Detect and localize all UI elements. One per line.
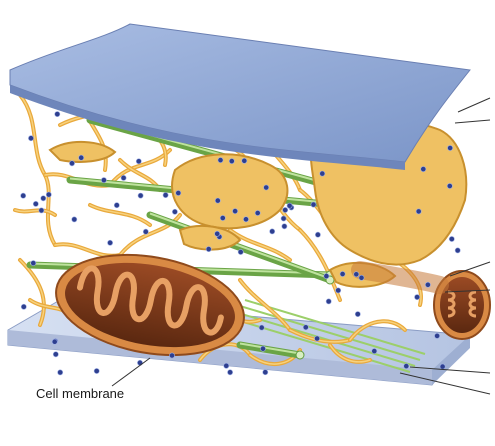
ribosome-dot bbox=[121, 175, 126, 180]
microtubule-end bbox=[296, 351, 304, 359]
ribosome-dot bbox=[416, 209, 421, 214]
ribosome-dot bbox=[283, 207, 288, 212]
ribosome-dot bbox=[404, 364, 409, 369]
ribosome-dot bbox=[238, 249, 243, 254]
ribosome-dot bbox=[215, 198, 220, 203]
ribosome-dot bbox=[39, 208, 44, 213]
ribosome-dot bbox=[359, 275, 364, 280]
ribosome-dot bbox=[33, 201, 38, 206]
ribosome-dot bbox=[21, 193, 26, 198]
ribosome-dot bbox=[108, 240, 113, 245]
ribosome-dot bbox=[218, 158, 223, 163]
ribosome-dot bbox=[21, 304, 26, 309]
ribosome-dot bbox=[138, 193, 143, 198]
ribosome-dot bbox=[72, 217, 77, 222]
ribosome-dot bbox=[79, 155, 84, 160]
ribosome-dot bbox=[340, 271, 345, 276]
ribosome-dot bbox=[243, 217, 248, 222]
ribosome-dot bbox=[320, 171, 325, 176]
lattice-strand bbox=[110, 150, 170, 185]
ribosome-dot bbox=[354, 272, 359, 277]
ribosome-dot bbox=[206, 247, 211, 252]
ribosome-dot bbox=[229, 159, 234, 164]
ribosome-dot bbox=[255, 210, 260, 215]
ribosome-dot bbox=[355, 312, 360, 317]
ribosome-dot bbox=[169, 353, 174, 358]
ribosome-dot bbox=[425, 282, 430, 287]
cell-membrane-label: Cell membrane bbox=[36, 386, 124, 401]
ribosome-dot bbox=[270, 229, 275, 234]
ribosome-dot bbox=[326, 299, 331, 304]
ribosome-dot bbox=[101, 178, 106, 183]
ribosome-dot bbox=[315, 336, 320, 341]
ribosome-dot bbox=[455, 248, 460, 253]
lattice-strand bbox=[20, 95, 55, 245]
ribosome-dot bbox=[315, 232, 320, 237]
ribosome-dot bbox=[233, 209, 238, 214]
ribosome-dot bbox=[260, 346, 265, 351]
ribosome-dot bbox=[263, 370, 268, 375]
ribosome-dot bbox=[311, 202, 316, 207]
ribosome-dot bbox=[46, 192, 51, 197]
ribosome-dot bbox=[336, 288, 341, 293]
ribosome-dot bbox=[53, 352, 58, 357]
ribosome-dot bbox=[449, 236, 454, 241]
ribosome-dot bbox=[287, 203, 292, 208]
ribosome-dot bbox=[435, 333, 440, 338]
ribosome-dot bbox=[421, 167, 426, 172]
ribosome-dot bbox=[136, 159, 141, 164]
ribosome-dot bbox=[448, 145, 453, 150]
ribosome-dot bbox=[264, 185, 269, 190]
ribosome-dot bbox=[143, 229, 148, 234]
ribosome-dot bbox=[55, 112, 60, 117]
ribosome-dot bbox=[415, 295, 420, 300]
ribosome-dot bbox=[281, 216, 286, 221]
ribosome-dot bbox=[163, 193, 168, 198]
ribosome-dot bbox=[172, 209, 177, 214]
ribosome-dot bbox=[259, 325, 264, 330]
lattice-strand bbox=[300, 230, 340, 300]
ribosome-dot bbox=[242, 158, 247, 163]
ribosome-dot bbox=[282, 224, 287, 229]
ribosome-dot bbox=[440, 364, 445, 369]
ribosome-dot bbox=[28, 136, 33, 141]
ribosome-dot bbox=[31, 261, 36, 266]
ribosome-dot bbox=[94, 368, 99, 373]
ribosome-dot bbox=[324, 274, 329, 279]
ribosome-dot bbox=[69, 161, 74, 166]
ribosome-dot bbox=[176, 190, 181, 195]
ribosome-dot bbox=[224, 363, 229, 368]
ribosome-dot bbox=[215, 231, 220, 236]
ribosome-dot bbox=[52, 339, 57, 344]
ribosome-dot bbox=[447, 183, 452, 188]
ribosome-dot bbox=[41, 196, 46, 201]
ribosome-dot bbox=[372, 349, 377, 354]
ribosome-dot bbox=[58, 370, 63, 375]
ribosome-dot bbox=[220, 215, 225, 220]
ribosome-dot bbox=[303, 325, 308, 330]
ribosome-dot bbox=[228, 370, 233, 375]
ribosome-dot bbox=[114, 203, 119, 208]
